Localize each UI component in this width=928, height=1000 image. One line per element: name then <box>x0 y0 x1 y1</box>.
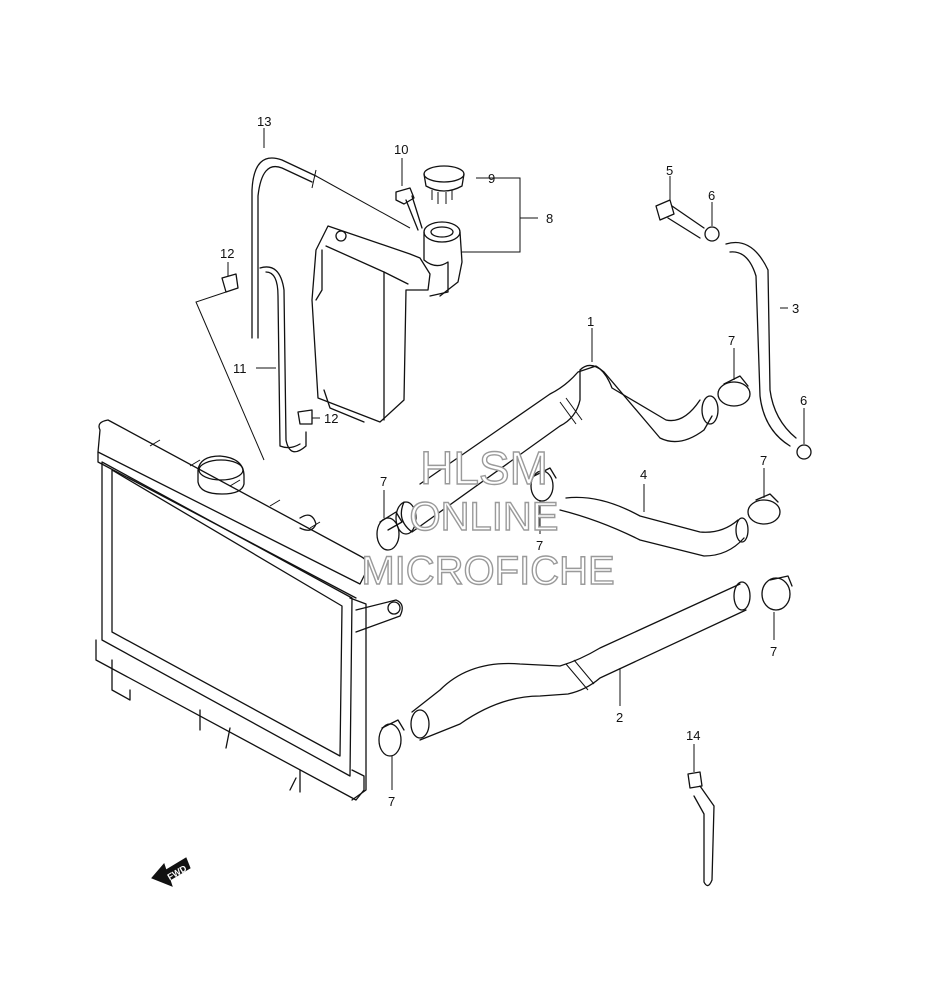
forward-direction-arrow: FWD <box>151 857 191 887</box>
watermark-line-3: MICROFICHE <box>361 549 614 593</box>
callout-11: 11 <box>233 361 247 376</box>
callout-10: 10 <box>394 142 408 157</box>
watermark-line-1: HLSM <box>420 442 548 494</box>
callout-9: 9 <box>488 171 495 186</box>
hose-clamp-d <box>747 493 781 525</box>
hose-clamp-b <box>530 467 557 502</box>
upper-radiator-hose <box>395 364 719 535</box>
callout-7-b: 7 <box>536 538 543 553</box>
radiator <box>95 419 403 801</box>
bypass-hose <box>559 496 749 557</box>
callout-7-e: 7 <box>770 644 777 659</box>
leader-lines <box>195 128 805 790</box>
callout-1: 1 <box>587 314 594 329</box>
callout-3: 3 <box>792 301 799 316</box>
callout-5: 5 <box>666 163 673 178</box>
callout-8: 8 <box>546 211 553 226</box>
clip-upper <box>221 273 239 293</box>
callout-7-d: 7 <box>760 453 767 468</box>
callout-6-lower: 6 <box>800 393 807 408</box>
callout-7-c: 7 <box>728 333 735 348</box>
small-clamp-lower <box>796 444 812 460</box>
breather-hose <box>725 241 797 447</box>
reservoir-hose <box>259 266 307 453</box>
bolt <box>395 187 423 231</box>
callout-13: 13 <box>257 114 271 129</box>
callout-12-lower: 12 <box>324 411 338 426</box>
reservoir-tank <box>311 221 463 423</box>
hose-clamp-c <box>717 375 751 407</box>
callout-2: 2 <box>616 710 623 725</box>
callout-7-f: 7 <box>388 794 395 809</box>
callout-labels: 13 10 9 8 5 6 3 6 1 7 4 7 7 7 7 2 7 14 1… <box>220 114 807 809</box>
hose-clamp-a <box>376 511 403 551</box>
cable-tie <box>687 771 715 887</box>
hose-clamp-e <box>761 575 793 611</box>
overflow-hose <box>251 157 317 339</box>
watermark: HLSM ONLINE MICROFICHE <box>361 441 616 593</box>
small-clamp-upper <box>704 226 720 242</box>
callout-4: 4 <box>640 467 647 482</box>
lower-radiator-hose <box>410 581 751 741</box>
callout-14: 14 <box>686 728 700 743</box>
callout-12-upper: 12 <box>220 246 234 261</box>
radiator-cap <box>197 455 245 495</box>
callout-7-a: 7 <box>380 474 387 489</box>
union-fitting <box>655 199 705 239</box>
clip-lower <box>297 409 313 425</box>
callout-6-upper: 6 <box>708 188 715 203</box>
hose-clamp-f <box>378 719 405 757</box>
reservoir-cap <box>423 165 465 204</box>
watermark-line-2: ONLINE <box>410 495 559 539</box>
